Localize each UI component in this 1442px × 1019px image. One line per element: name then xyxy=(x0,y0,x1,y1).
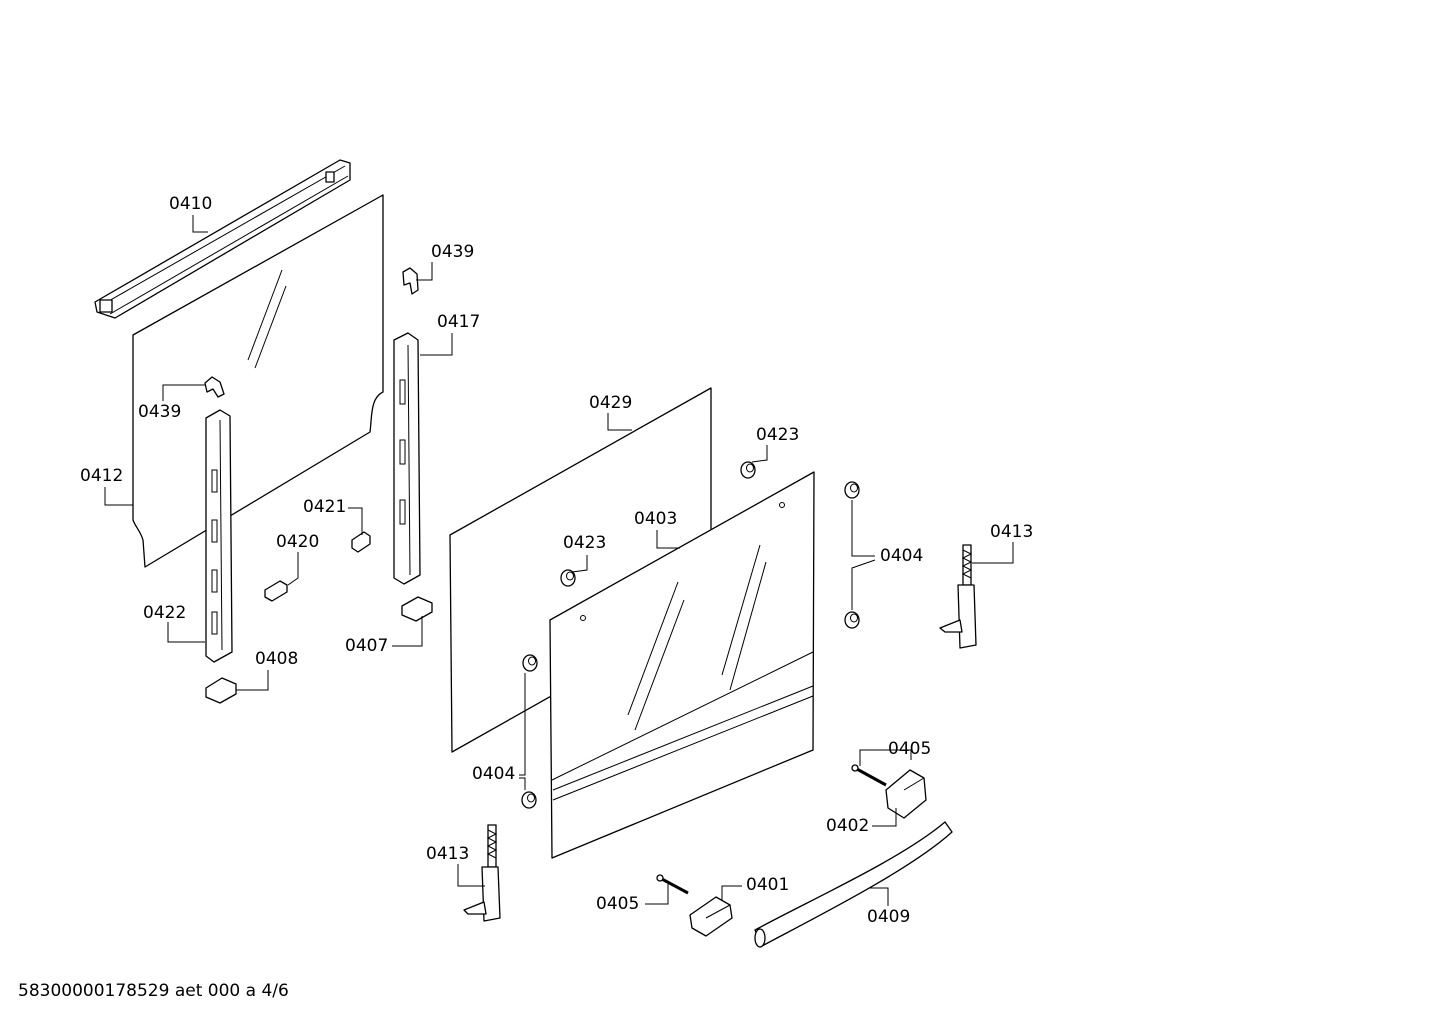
leader-lines xyxy=(104,215,1014,906)
callout-0407[interactable]: 0407 xyxy=(345,636,389,656)
part-0404-foot-1 xyxy=(844,481,860,499)
part-0421-clip xyxy=(351,531,371,553)
part-0422-left-rail xyxy=(205,409,233,663)
part-0402-handle-end xyxy=(885,769,927,819)
part-0408-bracket xyxy=(205,677,237,704)
part-0423-bumper-upper xyxy=(740,461,756,479)
part-0420-clip xyxy=(264,580,288,602)
callout-0401[interactable]: 0401 xyxy=(746,875,790,895)
callout-0413-left[interactable]: 0413 xyxy=(426,844,470,864)
callout-0423-lower[interactable]: 0423 xyxy=(563,533,607,553)
callout-0429[interactable]: 0429 xyxy=(589,393,633,413)
part-0409-handle-bar xyxy=(754,821,953,948)
part-0404-foot-4 xyxy=(521,791,537,809)
part-0401-handle-end xyxy=(689,896,733,937)
callout-0405-lower[interactable]: 0405 xyxy=(596,894,640,914)
drawing-id-footer: 58300000178529 aet 000 a 4/6 xyxy=(18,981,289,1001)
part-0404-foot-2 xyxy=(844,611,860,629)
callout-0405-upper[interactable]: 0405 xyxy=(888,739,932,759)
callout-0402[interactable]: 0402 xyxy=(826,816,870,836)
part-0413-hinge-right xyxy=(939,544,977,649)
part-0405-screw-upper xyxy=(851,764,887,787)
part-0412-rear-glass xyxy=(132,194,384,568)
part-0410-top-trim xyxy=(94,159,351,319)
part-0404-foot-3 xyxy=(522,654,538,672)
callout-0413-right[interactable]: 0413 xyxy=(990,522,1034,542)
part-0405-screw-lower xyxy=(656,874,689,895)
callout-0403[interactable]: 0403 xyxy=(634,509,678,529)
part-0407-bracket xyxy=(401,596,433,622)
callout-0409[interactable]: 0409 xyxy=(867,907,911,927)
part-0439-clip-upper xyxy=(402,267,419,295)
part-0413-hinge-left xyxy=(463,824,501,922)
callout-0404-left[interactable]: 0404 xyxy=(472,764,516,784)
callout-0417[interactable]: 0417 xyxy=(437,312,481,332)
part-0403-front-door xyxy=(549,471,815,859)
callout-0404-right[interactable]: 0404 xyxy=(880,546,924,566)
part-0417-right-rail xyxy=(393,332,421,585)
callout-0420[interactable]: 0420 xyxy=(276,532,320,552)
callout-0423-upper[interactable]: 0423 xyxy=(756,425,800,445)
callout-0439-upper[interactable]: 0439 xyxy=(431,242,475,262)
callout-0421[interactable]: 0421 xyxy=(303,497,347,517)
callout-0408[interactable]: 0408 xyxy=(255,649,299,669)
part-0423-bumper-lower xyxy=(560,569,576,587)
callout-0422[interactable]: 0422 xyxy=(143,603,187,623)
callout-0410[interactable]: 0410 xyxy=(169,194,213,214)
part-0439-clip-left xyxy=(204,376,225,398)
callout-0439-left[interactable]: 0439 xyxy=(138,402,182,422)
callout-0412[interactable]: 0412 xyxy=(80,466,124,486)
